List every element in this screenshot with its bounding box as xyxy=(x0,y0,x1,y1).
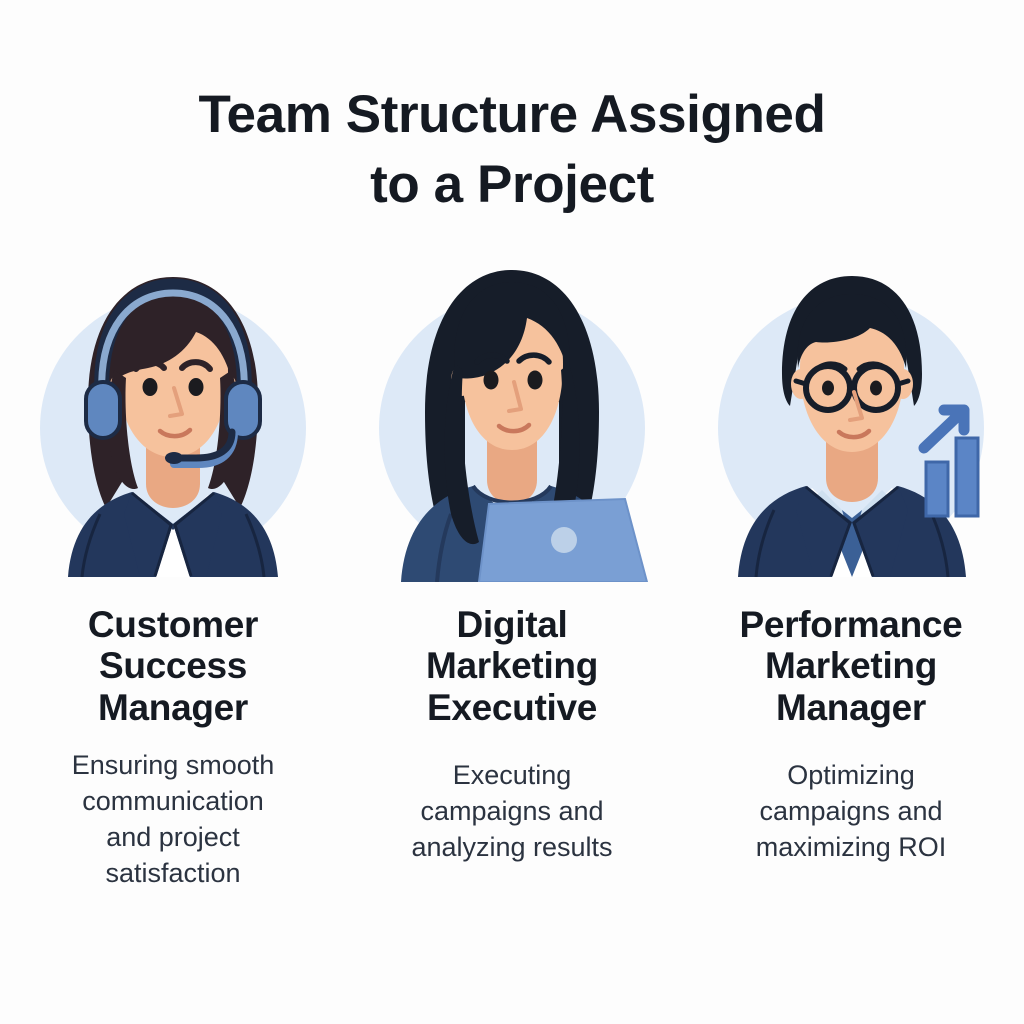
mouth xyxy=(496,422,532,434)
eyebrow-left xyxy=(133,359,167,372)
role-title: Performance Marketing Manager xyxy=(739,604,963,728)
glasses-temple-left xyxy=(793,378,809,387)
hair-front xyxy=(113,290,233,382)
mouth xyxy=(157,427,193,439)
avatar-businessman-chart xyxy=(706,252,996,582)
eye-right xyxy=(188,378,204,396)
eye-left xyxy=(142,378,158,396)
page-title-line-1: Team Structure Assigned xyxy=(198,85,826,144)
nose xyxy=(168,386,184,418)
page-title: Team Structure Assigned to a Project xyxy=(0,80,1024,221)
lapel-right-seam xyxy=(852,485,899,577)
hair-strand-right xyxy=(545,364,580,545)
headset-earcup-left xyxy=(84,380,122,440)
laptop-logo xyxy=(551,527,577,553)
chart-bar-tall xyxy=(954,436,980,518)
eye-left xyxy=(483,370,499,390)
lapel-left-seam xyxy=(805,485,852,577)
page-title-line-2: to a Project xyxy=(370,155,654,215)
role-card-digital-marketing-executive: Digital Marketing Executive Executing ca… xyxy=(357,252,667,892)
avatar-laptop-woman xyxy=(367,252,657,582)
role-description: Optimizing campaigns and maximizing ROI xyxy=(755,760,947,863)
eye-right xyxy=(870,380,882,396)
eyebrow-right xyxy=(179,359,213,372)
role-card-performance-marketing-manager: Performance Marketing Manager Optimizing… xyxy=(696,252,1006,892)
role-card-customer-success-manager: Customer Success Manager Ensuring smooth… xyxy=(18,252,328,892)
growth-arrow xyxy=(918,404,970,454)
chart-bar-short xyxy=(924,460,950,518)
eye-right xyxy=(527,370,543,390)
hair-fringe xyxy=(797,294,907,368)
hair-strand-left xyxy=(444,364,479,545)
blazer-sleeve-seam-right xyxy=(244,513,266,577)
nose xyxy=(848,390,864,422)
mouth xyxy=(836,428,872,440)
growth-chart-icon xyxy=(918,404,980,518)
glasses-temple-right xyxy=(895,378,911,387)
neck xyxy=(487,432,537,504)
role-description: Executing campaigns and analyzing result… xyxy=(411,760,613,863)
eye-left xyxy=(822,380,834,396)
eyebrow-left xyxy=(474,352,510,365)
face xyxy=(800,306,904,452)
nose xyxy=(507,380,523,413)
top-sleeve-seam xyxy=(435,513,453,582)
role-description: Ensuring smooth communication and projec… xyxy=(71,750,275,889)
avatar-headset-woman xyxy=(28,252,318,582)
blazer-sleeve-seam-left xyxy=(80,513,102,577)
neck xyxy=(826,434,878,502)
headset-earcup-right xyxy=(224,380,262,440)
eyebrow-right xyxy=(516,352,552,365)
role-card-row: Customer Success Manager Ensuring smooth… xyxy=(18,252,1006,892)
headset-band xyxy=(98,289,248,402)
headset-mic-boom xyxy=(170,428,236,462)
role-title: Customer Success Manager xyxy=(87,604,259,728)
lapel-right-seam xyxy=(173,491,215,577)
role-title: Digital Marketing Executive xyxy=(425,604,599,728)
suit-sleeve-seam-left xyxy=(754,509,776,577)
headset-microphone xyxy=(165,452,183,464)
lapel-left-seam xyxy=(131,491,173,577)
